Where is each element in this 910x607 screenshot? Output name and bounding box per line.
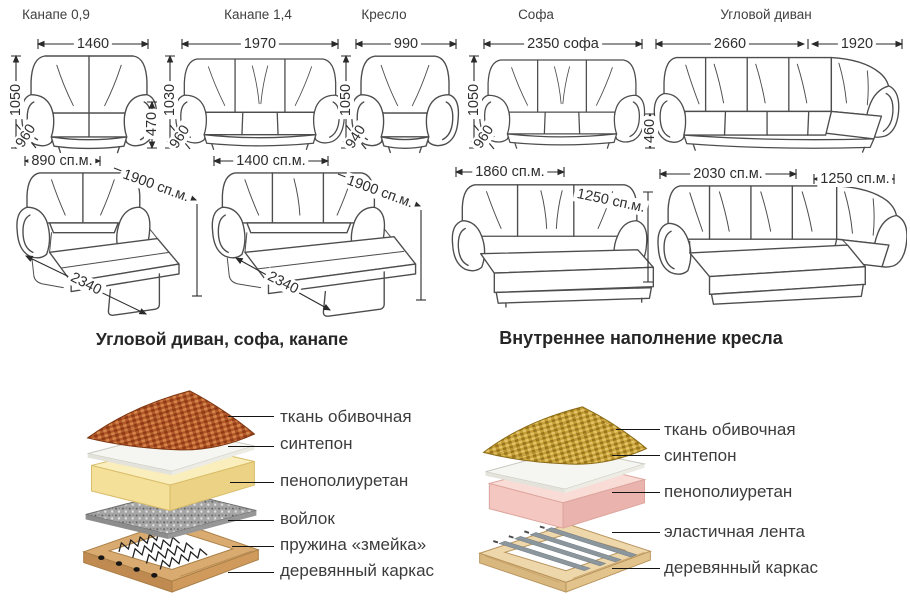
layer-label-frame: деревянный каркас (664, 558, 819, 577)
sofa-drawing-sofa (478, 59, 646, 149)
leader-line (612, 532, 660, 533)
layer-label-fabric: ткань обивочная (280, 407, 412, 426)
product-title-kreslo: Кресло (361, 7, 407, 22)
leader-line (228, 520, 274, 521)
leader-line (612, 492, 660, 493)
leader-line (228, 446, 274, 447)
layer-label-belt: эластичная лента (664, 522, 805, 541)
corner-sofa-drawing (653, 56, 900, 153)
dim-label: 1460 (73, 36, 113, 52)
leader-line (228, 572, 274, 573)
dim-label: 470 (144, 108, 160, 140)
layer-label-foam: пенополиуретан (664, 482, 793, 501)
dim-label: 1250 сп.м. (817, 171, 893, 187)
dim-label: 1030 (162, 80, 178, 120)
layer-label-fabric: ткань обивочная (664, 420, 796, 439)
dim-label: 1050 (466, 80, 482, 120)
dim-label: 1970 (240, 36, 280, 52)
dim-label: 1400 сп.м. (233, 153, 309, 169)
layer-diagram-springs (82, 390, 260, 593)
layer-label-foam: пенополиуретан (280, 471, 409, 490)
armchair-drawing (350, 55, 460, 154)
dim-label: 890 сп.м. (28, 153, 96, 169)
product-title-kanape09: Канапе 0,9 (22, 7, 90, 22)
section-header-dimensions: Угловой диван, софа, канапе (95, 329, 349, 349)
product-title-corner: Угловой диван (720, 7, 812, 22)
leader-line (612, 455, 660, 456)
product-title-sofa: Софа (518, 7, 554, 22)
dim-label: 1050 (8, 80, 24, 120)
dim-label: 1920 (837, 36, 877, 52)
dim-label: 1860 сп.м. (472, 164, 548, 180)
leader-line (228, 416, 274, 417)
dim-label: 1050 (338, 80, 354, 120)
corner-sofabed-drawing (657, 185, 907, 305)
dim-label: 990 (390, 36, 422, 52)
dim-label: 2660 (710, 36, 750, 52)
leader-line (230, 482, 274, 483)
dim-label: 2350 софа (524, 36, 602, 52)
layer-label-frame: деревянный каркас (280, 561, 435, 580)
leader-line (616, 429, 660, 430)
section-header-filling: Внутреннее наполнение кресла (499, 328, 783, 348)
layer-diagram-belts (478, 406, 652, 593)
sofa-drawing-kanape14 (174, 58, 346, 150)
leader-line (232, 546, 274, 547)
sofa-drawing-kanape09 (20, 55, 158, 154)
layer-label-felt: войлок (280, 509, 335, 528)
layer-label-padding: синтепон (664, 446, 737, 465)
layer-label-spring: пружина «змейка» (280, 535, 427, 554)
layer-label-padding: синтепон (280, 434, 353, 453)
dim-label: 2030 сп.м. (690, 166, 766, 182)
product-title-kanape14: Канапе 1,4 (224, 7, 292, 22)
dim-label: 460 (642, 115, 658, 147)
leader-line (612, 568, 660, 569)
